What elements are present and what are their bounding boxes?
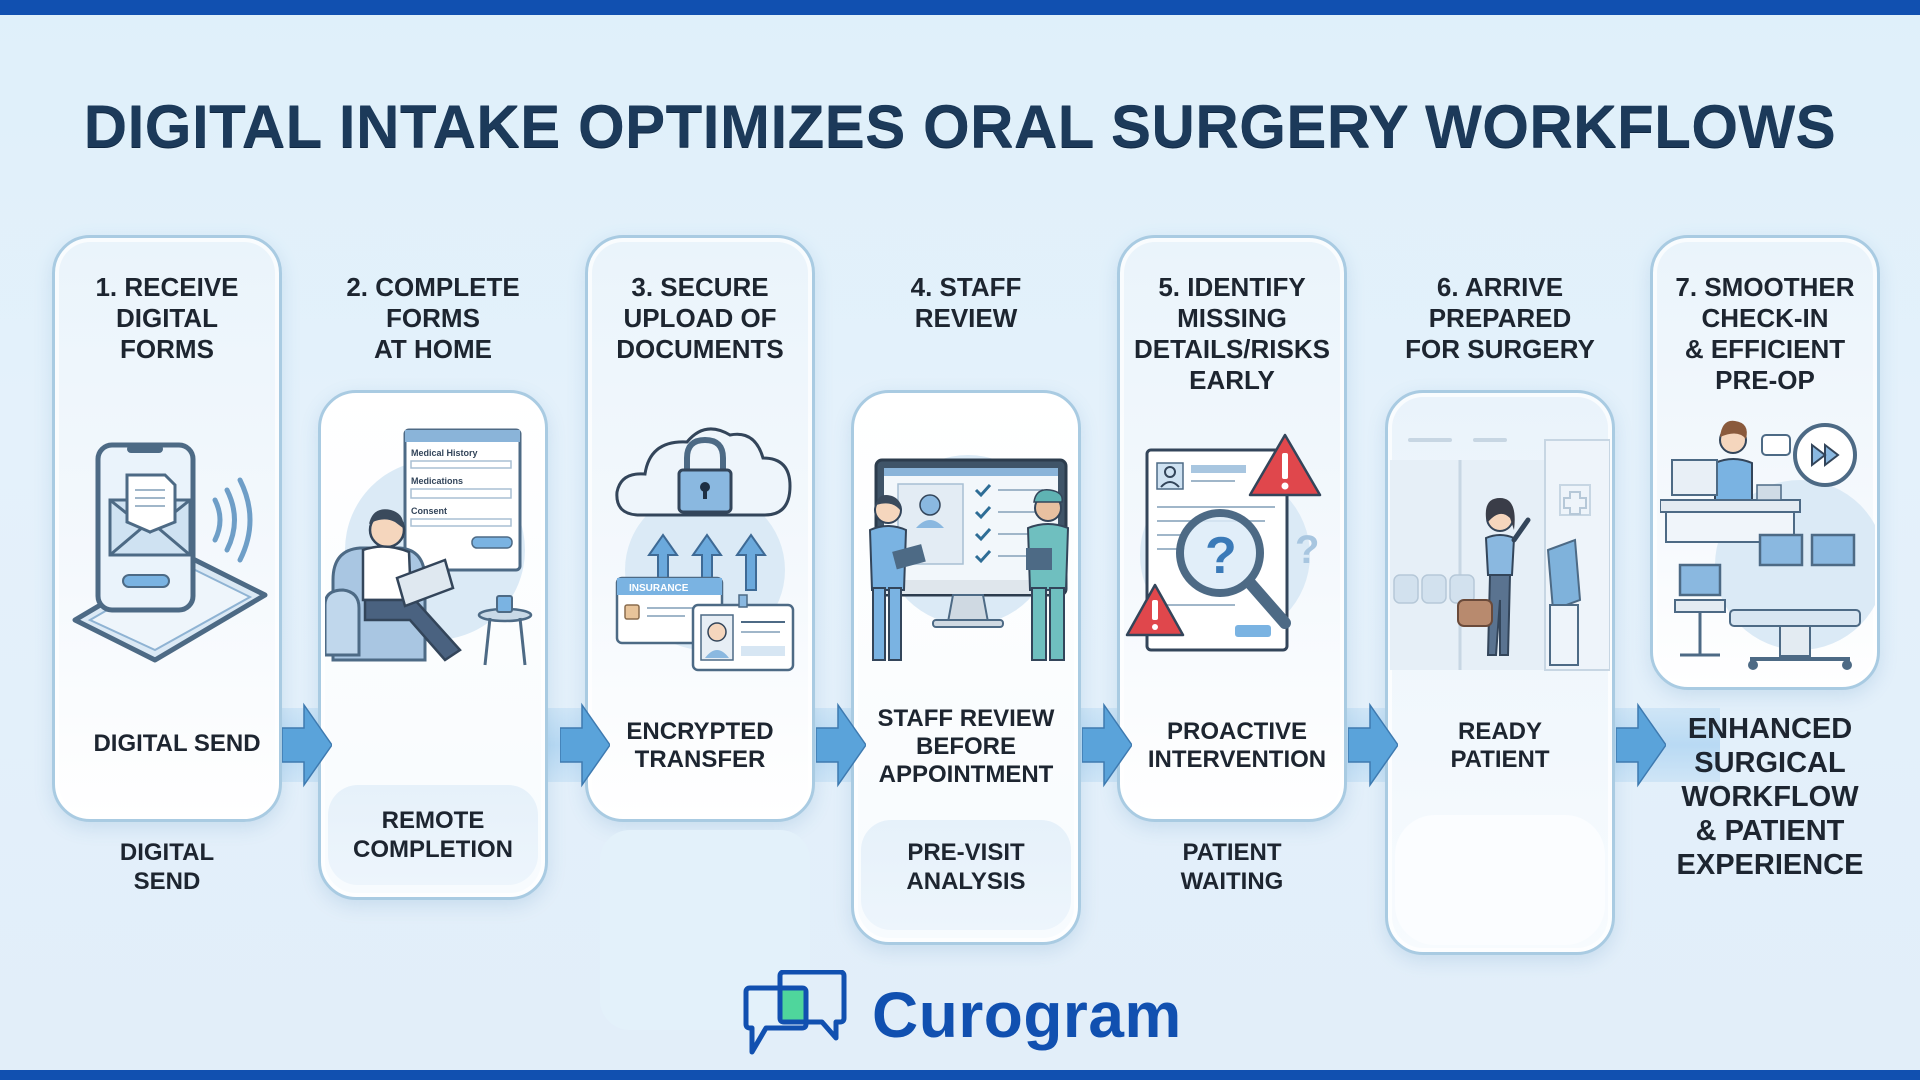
patient-arriving-clinic-icon (1390, 438, 1610, 671)
svg-text:Medications: Medications (411, 476, 463, 486)
arrow-right-icon (1348, 702, 1398, 788)
svg-text:Consent: Consent (411, 506, 447, 516)
person-on-laptop-at-home-icon: Medical History Medications Consent (325, 428, 533, 666)
step-2-lower-box (328, 785, 538, 885)
arrow-right-icon (816, 702, 866, 788)
step-1-band-label: DIGITAL SEND (93, 730, 261, 757)
step-4-lower-box (861, 820, 1071, 930)
final-outcome-label: ENHANCED SURGICAL WORKFLOW & PATIENT EXP… (1676, 713, 1864, 881)
arrow-right-icon (560, 702, 610, 788)
phone-with-envelope-icon (72, 442, 268, 663)
document-magnifier-warning-icon: ? ? (1125, 433, 1322, 652)
step-3-lower-box (600, 830, 810, 1030)
top-brand-bar (0, 0, 1920, 15)
chat-bubbles-logo-icon (743, 970, 847, 1055)
brand-name: Curogram (872, 979, 1182, 1051)
svg-text:?: ? (1295, 528, 1319, 572)
staff-reviewing-monitor-icon (868, 455, 1070, 661)
svg-text:?: ? (1205, 527, 1237, 585)
cloud-lock-upload-icon: INSURANCE (615, 427, 795, 672)
svg-text:INSURANCE: INSURANCE (629, 583, 689, 594)
svg-text:Medical History: Medical History (411, 448, 478, 458)
reception-and-operating-room-icon (1660, 420, 1875, 670)
arrow-right-icon (1616, 702, 1666, 788)
arrow-right-icon (282, 702, 332, 788)
bottom-brand-bar (0, 1070, 1920, 1080)
curogram-logo: Curogram (740, 970, 1182, 1060)
arrow-right-icon (1082, 702, 1132, 788)
step-6-lower-box (1395, 815, 1605, 945)
page-title: DIGITAL INTAKE OPTIMIZES ORAL SURGERY WO… (83, 93, 1837, 160)
